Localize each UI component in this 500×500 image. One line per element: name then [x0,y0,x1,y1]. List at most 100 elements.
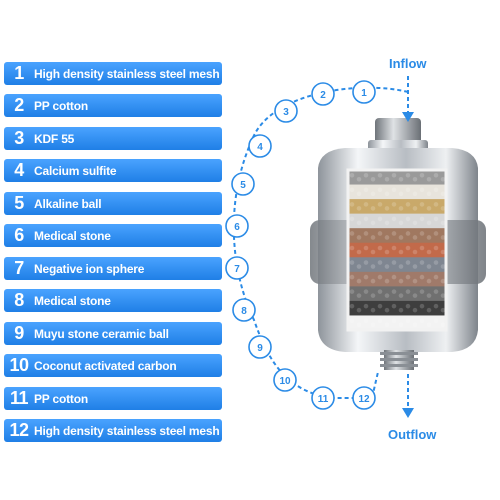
filter-layer [348,228,446,244]
layer-texture-dot [356,293,362,298]
layer-texture-dot [370,278,376,284]
layer-texture-dot [419,245,425,251]
layer-texture-dot [377,202,383,207]
layer-texture-dot [412,293,418,298]
layer-texture-dot [377,303,383,309]
callout-circle [274,99,298,123]
layer-texture-dot [398,206,404,211]
layer-texture-dot [356,278,362,284]
layer-texture-dot [391,216,397,222]
layer-texture-dot [370,206,376,211]
legend-number: 11 [9,388,29,408]
layer-texture-dot [440,220,446,226]
layer-texture-dot [370,293,376,298]
callout-circle [225,214,249,238]
legend-number: 5 [14,193,24,213]
layer-texture-dot [405,303,411,309]
layer-texture-dot [356,220,362,226]
layer-texture-dot [426,176,432,182]
layer-texture-dot [370,235,376,240]
legend-label: Medical stone [34,293,111,308]
layer-texture-dot [405,318,411,324]
layer-texture-dot [363,172,369,178]
layer-texture-dot [398,264,404,269]
layer-texture-dot [419,216,425,222]
layer-texture-dot [363,318,369,324]
layer-texture-dot [398,176,404,182]
legend-label: PP cotton [34,391,88,406]
layer-texture-dot [426,322,432,328]
callout-circle [248,134,272,158]
layer-texture-dot [356,191,362,197]
layer-texture-dot [412,278,418,284]
layer-texture-dot [398,278,404,284]
layer-texture-dot [433,289,439,294]
layer-texture-dot [349,274,355,280]
callout-circle [248,335,272,359]
layer-texture-dot [405,274,411,280]
callout-number: 5 [240,180,246,191]
legend-number: 1 [14,63,24,83]
callout-circle [273,368,297,392]
layer-texture-dot [405,260,411,265]
legend-label: KDF 55 [34,131,75,146]
layer-texture-dot [426,278,432,284]
callout-number: 8 [241,306,247,317]
layer-texture-dot [405,202,411,207]
layer-texture-dot [419,303,425,309]
layer-texture-dot [398,249,404,255]
layer-texture-dot [440,264,446,269]
layer-texture-dot [440,191,446,197]
layer-texture-dot [440,278,446,284]
layer-texture-dot [433,274,439,280]
callout-number: 6 [234,222,240,233]
layer-texture-dot [398,293,404,298]
filter-layer [348,199,446,215]
layer-texture-dot [349,172,355,178]
layer-texture-dot [349,318,355,324]
layer-texture-dot [363,274,369,280]
layer-texture-dot [426,249,432,255]
legend-row: 11 PP cotton [4,387,222,410]
layer-texture-dot [405,216,411,222]
layer-texture-dot [363,216,369,222]
legend-label: Negative ion sphere [34,261,145,276]
layer-texture-dot [363,202,369,207]
legend-label: Coconut activated carbon [34,358,177,373]
layer-texture-dot [412,249,418,255]
legend-number: 2 [14,95,24,115]
layer-texture-dot [370,264,376,269]
callout-circle [352,80,376,104]
layer-texture-dot [363,187,369,193]
layer-texture-dot [384,307,390,313]
layer-texture-dot [384,322,390,328]
callout-number: 11 [318,394,329,405]
layer-texture-dot [419,274,425,280]
legend-number: 10 [9,355,29,375]
legend-number: 7 [14,258,24,278]
layer-texture-dot [384,278,390,284]
layer-texture-dot [440,206,446,211]
layer-texture-dot [363,303,369,309]
inflow-arrow [402,76,414,122]
layer-texture-dot [412,235,418,240]
layer-texture-dot [405,245,411,251]
outflow-arrow [402,374,414,418]
layer-texture-dot [370,176,376,182]
filter-layer [348,257,446,273]
layer-texture-dot [405,289,411,294]
callout-number: 3 [283,107,289,118]
layer-texture-dot [391,231,397,236]
layer-texture-dot [391,245,397,251]
callout-circle [311,386,335,410]
layer-texture-dot [391,318,397,324]
layer-texture-dot [412,322,418,328]
layer-texture-dot [440,249,446,255]
